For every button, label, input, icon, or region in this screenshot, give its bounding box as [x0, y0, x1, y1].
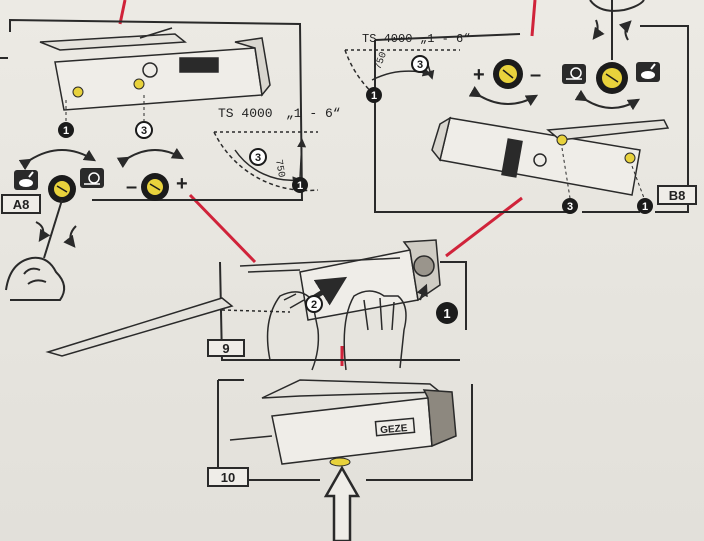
angle-a: 750 — [272, 159, 286, 179]
range-a: „1 - 6“ — [286, 106, 341, 121]
door-closer-10 — [229, 379, 457, 465]
svg-text:1: 1 — [297, 180, 303, 192]
valve-knob-left-b — [468, 59, 539, 106]
door-closer-b — [431, 116, 670, 196]
step-1-b: 1 — [637, 198, 653, 214]
panel-a8 — [0, 18, 304, 201]
valve-1-a — [72, 86, 84, 98]
minus-sign-b: – — [530, 64, 541, 86]
ts-model-a: TS 4000 — [218, 106, 273, 121]
rabbit-icon — [14, 170, 38, 190]
ts-model-b: TS 4000 — [362, 32, 412, 46]
snail-icon — [80, 168, 104, 188]
svg-text:A8: A8 — [13, 197, 30, 212]
range-b: „1 - 6“ — [420, 32, 470, 46]
step-1-dial-a: 1 — [292, 177, 308, 193]
dash-3-b — [561, 147, 571, 199]
svg-text:B8: B8 — [669, 188, 686, 203]
step-3-dial-a: 3 — [249, 148, 267, 166]
panel-a8-label: A8 — [1, 194, 41, 214]
panel-9 — [219, 261, 467, 361]
valve-knob-right-b — [574, 62, 641, 111]
panel-b8-label: B8 — [657, 185, 697, 205]
dial-scale-b — [344, 49, 460, 99]
screwdriver-icon — [5, 199, 77, 301]
brand-label: GEZE — [380, 423, 408, 436]
valve-knob-right-a — [116, 147, 185, 201]
valve-1-b — [624, 152, 636, 164]
panel-b8 — [374, 25, 689, 213]
step-3-a: 3 — [135, 121, 153, 139]
plus-sign-a: + — [176, 173, 188, 195]
svg-text:1: 1 — [63, 125, 69, 137]
step-3-b: 3 — [562, 198, 578, 214]
svg-text:1: 1 — [371, 90, 377, 102]
hands — [266, 290, 407, 371]
cover-panel — [45, 297, 291, 357]
step-1-dial-b: 1 — [366, 87, 382, 103]
step-1-a: 1 — [58, 122, 74, 138]
snail-icon-b — [562, 64, 586, 84]
valve-3-a — [133, 78, 145, 90]
svg-text:2: 2 — [311, 299, 317, 311]
valve-10 — [329, 457, 351, 467]
step-1-9: 1 — [436, 302, 458, 324]
svg-text:3: 3 — [567, 201, 573, 213]
svg-text:3: 3 — [417, 59, 423, 71]
screwdriver-icon-b — [589, 0, 645, 60]
up-arrow-icon — [323, 465, 361, 541]
plus-sign-b: + — [473, 64, 485, 86]
step-2-9: 2 — [305, 295, 323, 313]
svg-text:1: 1 — [642, 201, 648, 213]
dial-scale-a — [213, 131, 319, 192]
red-guide-lines — [118, 0, 537, 366]
rabbit-icon-b — [636, 62, 660, 82]
svg-text:10: 10 — [221, 470, 235, 485]
panel-10-label: 10 — [207, 467, 249, 487]
valve-knob-left-a — [18, 149, 97, 203]
door-closer-a — [39, 27, 271, 111]
step-1-arrow — [416, 283, 428, 301]
valve-3-b — [556, 134, 568, 146]
minus-sign-a: – — [126, 176, 137, 198]
svg-text:9: 9 — [222, 341, 229, 356]
svg-text:3: 3 — [141, 125, 147, 137]
svg-text:3: 3 — [255, 152, 261, 164]
panel-9-label: 9 — [207, 339, 245, 357]
step-3-dial-b: 3 — [411, 55, 429, 73]
svg-text:1: 1 — [443, 306, 450, 321]
